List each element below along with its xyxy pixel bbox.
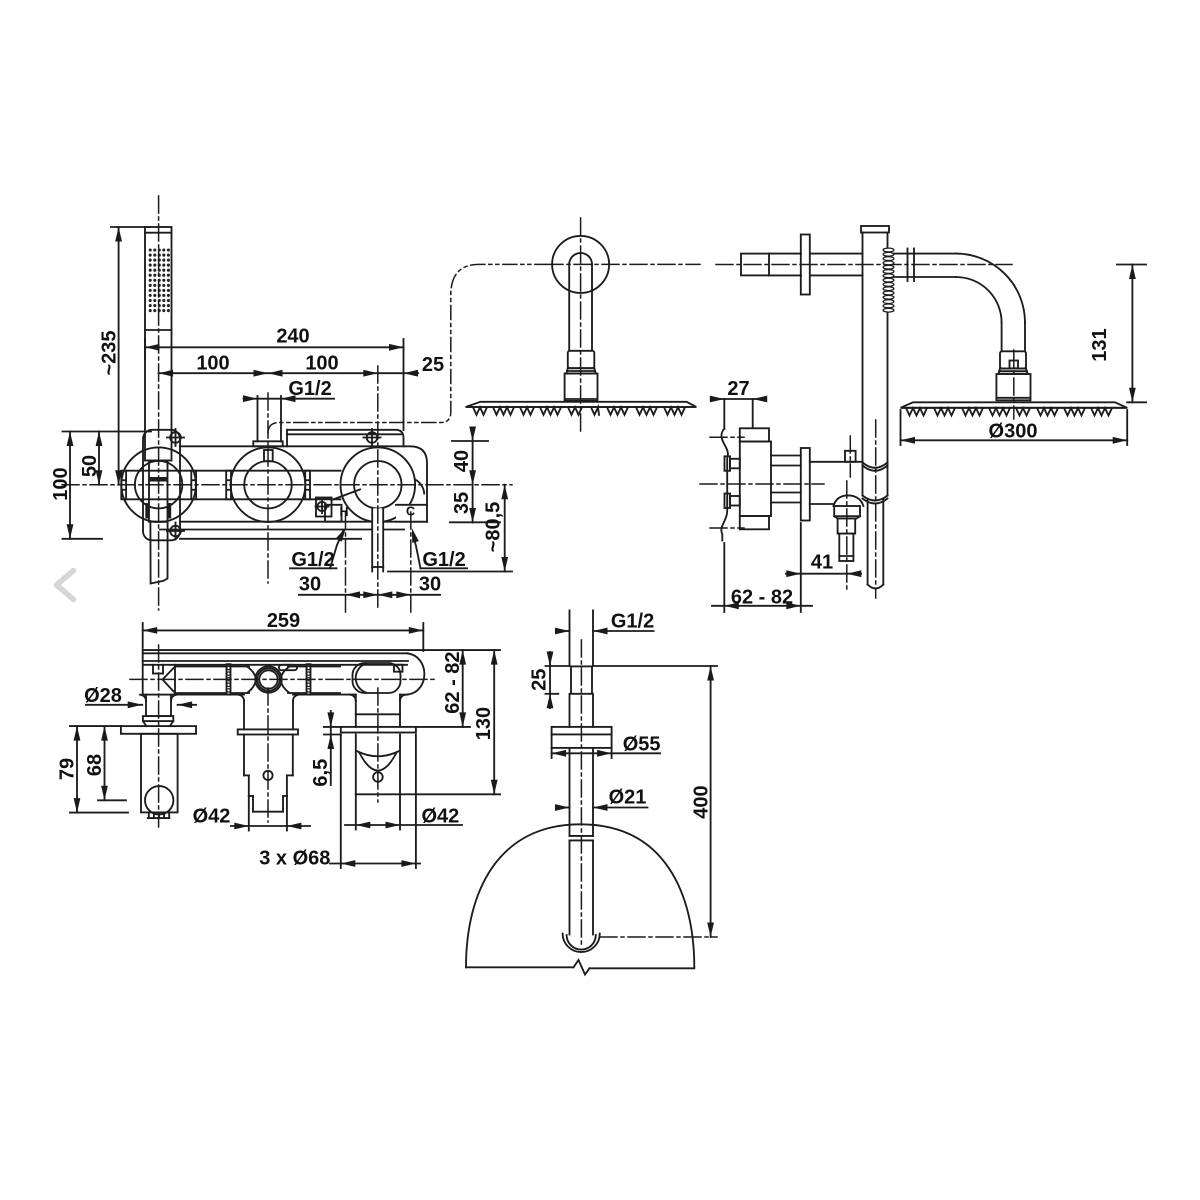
svg-text:27: 27 (727, 378, 749, 400)
svg-text:240: 240 (276, 326, 309, 348)
svg-text:30: 30 (419, 574, 441, 596)
svg-text:50: 50 (79, 455, 101, 477)
svg-text:100: 100 (305, 353, 338, 375)
svg-text:Ø28: Ø28 (84, 685, 122, 707)
svg-text:Ø42: Ø42 (193, 806, 231, 828)
svg-text:100: 100 (196, 353, 229, 375)
svg-text:79: 79 (57, 758, 79, 780)
svg-text:130: 130 (473, 707, 495, 740)
svg-text:100: 100 (50, 467, 72, 500)
svg-text:131: 131 (1089, 328, 1111, 361)
svg-text:68: 68 (84, 754, 106, 776)
svg-text:Ø55: Ø55 (623, 734, 661, 756)
svg-text:35: 35 (451, 492, 473, 514)
svg-text:Ø42: Ø42 (421, 806, 459, 828)
svg-text:Ø21: Ø21 (609, 787, 647, 809)
svg-text:3 x Ø68: 3 x Ø68 (259, 848, 330, 870)
svg-text:62 - 82: 62 - 82 (731, 587, 793, 609)
svg-text:Ø300: Ø300 (989, 421, 1038, 443)
svg-text:25: 25 (422, 354, 444, 376)
svg-text:25: 25 (529, 669, 551, 691)
svg-text:40: 40 (451, 450, 473, 472)
svg-text:259: 259 (267, 610, 300, 632)
svg-text:400: 400 (691, 785, 713, 818)
svg-text:G1/2: G1/2 (288, 378, 331, 400)
svg-text:G1/2: G1/2 (422, 549, 465, 571)
svg-text:G1/2: G1/2 (291, 549, 334, 571)
svg-text:62 - 82: 62 - 82 (442, 651, 464, 713)
svg-text:H: H (339, 505, 348, 519)
svg-text:~235: ~235 (99, 330, 121, 375)
svg-text:6,5: 6,5 (310, 759, 332, 787)
svg-text:G1/2: G1/2 (611, 611, 654, 633)
svg-text:41: 41 (811, 552, 833, 574)
svg-text:~80,5: ~80,5 (483, 502, 505, 553)
svg-text:30: 30 (299, 574, 321, 596)
